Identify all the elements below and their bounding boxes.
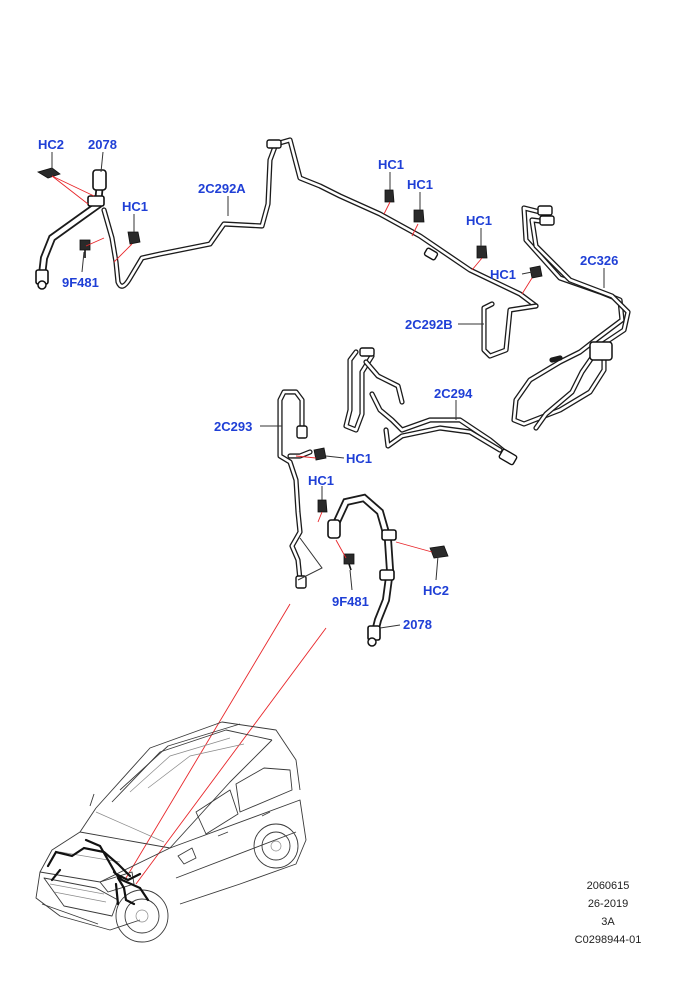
callout-hc1-a: HC1 (122, 199, 149, 214)
callout-hc2-bottom: HC2 (423, 583, 450, 598)
hc1-clip-d (476, 245, 488, 259)
hc2-clip-top (37, 167, 61, 179)
flex-hose-front-right (327, 493, 397, 647)
abs-sensor-top (79, 239, 91, 258)
callout-hc1-c: HC1 (407, 177, 434, 192)
abs-sensor-bottom (343, 553, 355, 571)
callout-2c294: 2C294 (434, 386, 473, 401)
vehicle-outline (35, 721, 307, 943)
callout-2c326: 2C326 (580, 253, 619, 268)
hc1-clip-c (413, 209, 425, 223)
callout-2c292a: 2C292A (198, 181, 246, 196)
hc1-clip-g (317, 499, 328, 513)
callout-hc1-e: HC1 (490, 267, 517, 282)
callout-hc1-d: HC1 (466, 213, 493, 228)
callout-2c292b: 2C292B (405, 317, 453, 332)
callout-9f481-bottom: 9F481 (332, 594, 369, 609)
callout-hc1-g: HC1 (308, 473, 335, 488)
hc2-clip-bottom (429, 545, 449, 559)
callout-2078-bottom: 2078 (403, 617, 432, 632)
callout-2078-top: 2078 (88, 137, 117, 152)
brake-pipe-2c294 (343, 347, 518, 466)
illustration-number: 2060615 (586, 880, 630, 892)
brake-pipe-2c293 (277, 389, 313, 589)
callout-9f481-top: 9F481 (62, 275, 99, 290)
leader-lines (51, 151, 605, 629)
hc1-clip-a (127, 231, 141, 245)
callout-hc1-f: HC1 (346, 451, 373, 466)
brake-pipe-2c292b (481, 301, 539, 359)
callout-2c293: 2C293 (214, 419, 253, 434)
callout-hc2-top: HC2 (38, 137, 65, 152)
illustration-date-code: 26-2019 (587, 898, 629, 910)
vehicle-brake-lines (46, 838, 150, 906)
hc1-clip-e (529, 265, 543, 279)
brake-pipe-2c326 (511, 205, 631, 431)
illustration-revision: 3A (601, 916, 615, 928)
brake-pipe-2c292a (101, 137, 539, 309)
callout-hc1-b: HC1 (378, 157, 405, 172)
flex-hose-front-left (35, 169, 107, 290)
hc1-clip-b (384, 189, 395, 203)
illustration-catalog-code: C0298944-01 (574, 934, 642, 946)
hc1-clip-f (313, 447, 327, 461)
red-pointer-lines (51, 175, 533, 885)
